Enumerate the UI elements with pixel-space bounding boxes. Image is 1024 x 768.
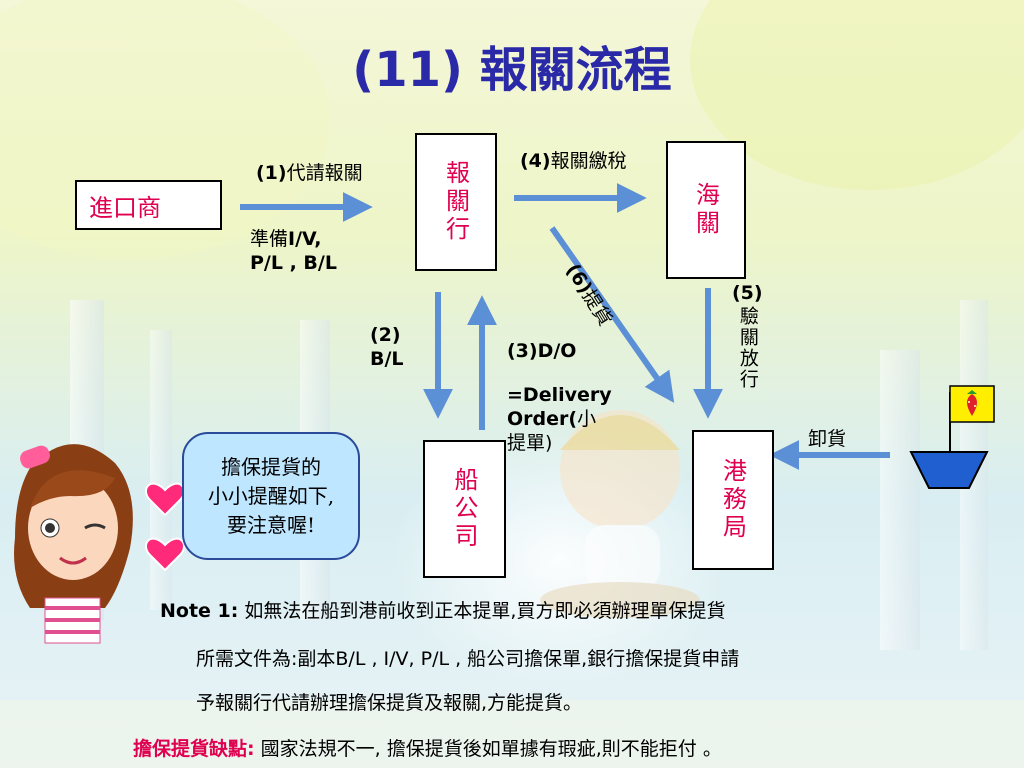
note1-label: Note 1: — [160, 600, 239, 622]
label-step1-text: 代請報關 — [286, 162, 363, 184]
label-step1-num: (1) — [256, 162, 287, 184]
arrow-broker-to-port-pickup — [549, 226, 675, 403]
heart-icon — [145, 482, 185, 572]
label-step1-docs-c: P/L , B/L — [250, 251, 337, 274]
node-customs-broker-label: 報關行 — [441, 160, 470, 244]
label-step1: (1)代請報關 — [256, 162, 363, 186]
label-step5: (5) 驗關放行 — [732, 282, 763, 390]
note1-line1-text: 如無法在船到港前收到正本提單,買方即必須辦理單保提貨 — [244, 600, 726, 622]
label-step3-line3: 提單) — [507, 431, 553, 454]
label-step3-delivery-order: =Delivery Order(小 提單) — [507, 384, 612, 455]
label-step4-num: (4) — [520, 150, 551, 172]
note1-line1: Note 1: 如無法在船到港前收到正本提單,買方即必須辦理單保提貨 — [160, 596, 725, 623]
label-step3-line2b: 小 — [577, 407, 597, 430]
label-step4: (4)報關繳稅 — [520, 150, 627, 174]
label-unload: 卸貨 — [808, 428, 847, 450]
node-port-authority: 港務局 — [692, 430, 774, 570]
sitting-child-icon — [540, 410, 700, 618]
label-step5-text: 驗關放行 — [736, 305, 759, 390]
boat-icon — [909, 385, 995, 489]
bubble-line1: 擔保提貨的 — [220, 454, 321, 479]
drawback-text: 國家法規不一, 擔保提貨後如單據有瑕疵,則不能拒付 。 — [260, 738, 722, 760]
bubble-line3: 要注意喔! — [226, 512, 316, 537]
label-step3-line1: =Delivery — [507, 384, 612, 406]
drawback-label: 擔保提貨缺點: — [133, 738, 255, 760]
node-importer: 進口商 — [75, 180, 222, 230]
node-shipping-company: 船公司 — [423, 440, 506, 578]
reminder-speech-bubble: 擔保提貨的 小小提醒如下, 要注意喔! — [182, 432, 360, 560]
node-customs: 海關 — [666, 141, 746, 279]
label-step3-do: (3)D/O — [507, 340, 577, 362]
node-customs-label: 海關 — [691, 182, 720, 238]
girl-character-icon — [14, 444, 133, 644]
label-step2: (2) B/L — [370, 324, 404, 372]
label-step1-docs-a: 準備 — [250, 228, 289, 250]
node-port-authority-label: 港務局 — [718, 458, 747, 542]
note1-line2: 所需文件為:副本B/L , I/V, P/L , 船公司擔保單,銀行擔保提貨申請 — [196, 648, 740, 670]
bubble-line2: 小小提醒如下, — [207, 483, 335, 508]
label-step5-num: (5) — [732, 282, 763, 304]
label-step2-text: B/L — [370, 347, 404, 370]
drawback-line: 擔保提貨缺點: 國家法規不一, 擔保提貨後如單據有瑕疵,則不能拒付 。 — [133, 734, 722, 761]
node-shipping-company-label: 船公司 — [450, 467, 478, 551]
label-step3-line2: Order( — [507, 407, 578, 430]
label-step1-docs: 準備I/V, P/L , B/L — [250, 228, 337, 276]
label-step4-text: 報關繳稅 — [550, 150, 627, 172]
label-step1-docs-b: I/V, — [288, 228, 322, 250]
page-title: (11) 報關流程 — [352, 42, 672, 98]
label-step2-num: (2) — [370, 324, 401, 346]
node-importer-label: 進口商 — [89, 193, 161, 222]
node-customs-broker: 報關行 — [415, 133, 497, 271]
note1-line3: 予報關行代請辦理擔保提貨及報關,方能提貨。 — [196, 692, 583, 714]
